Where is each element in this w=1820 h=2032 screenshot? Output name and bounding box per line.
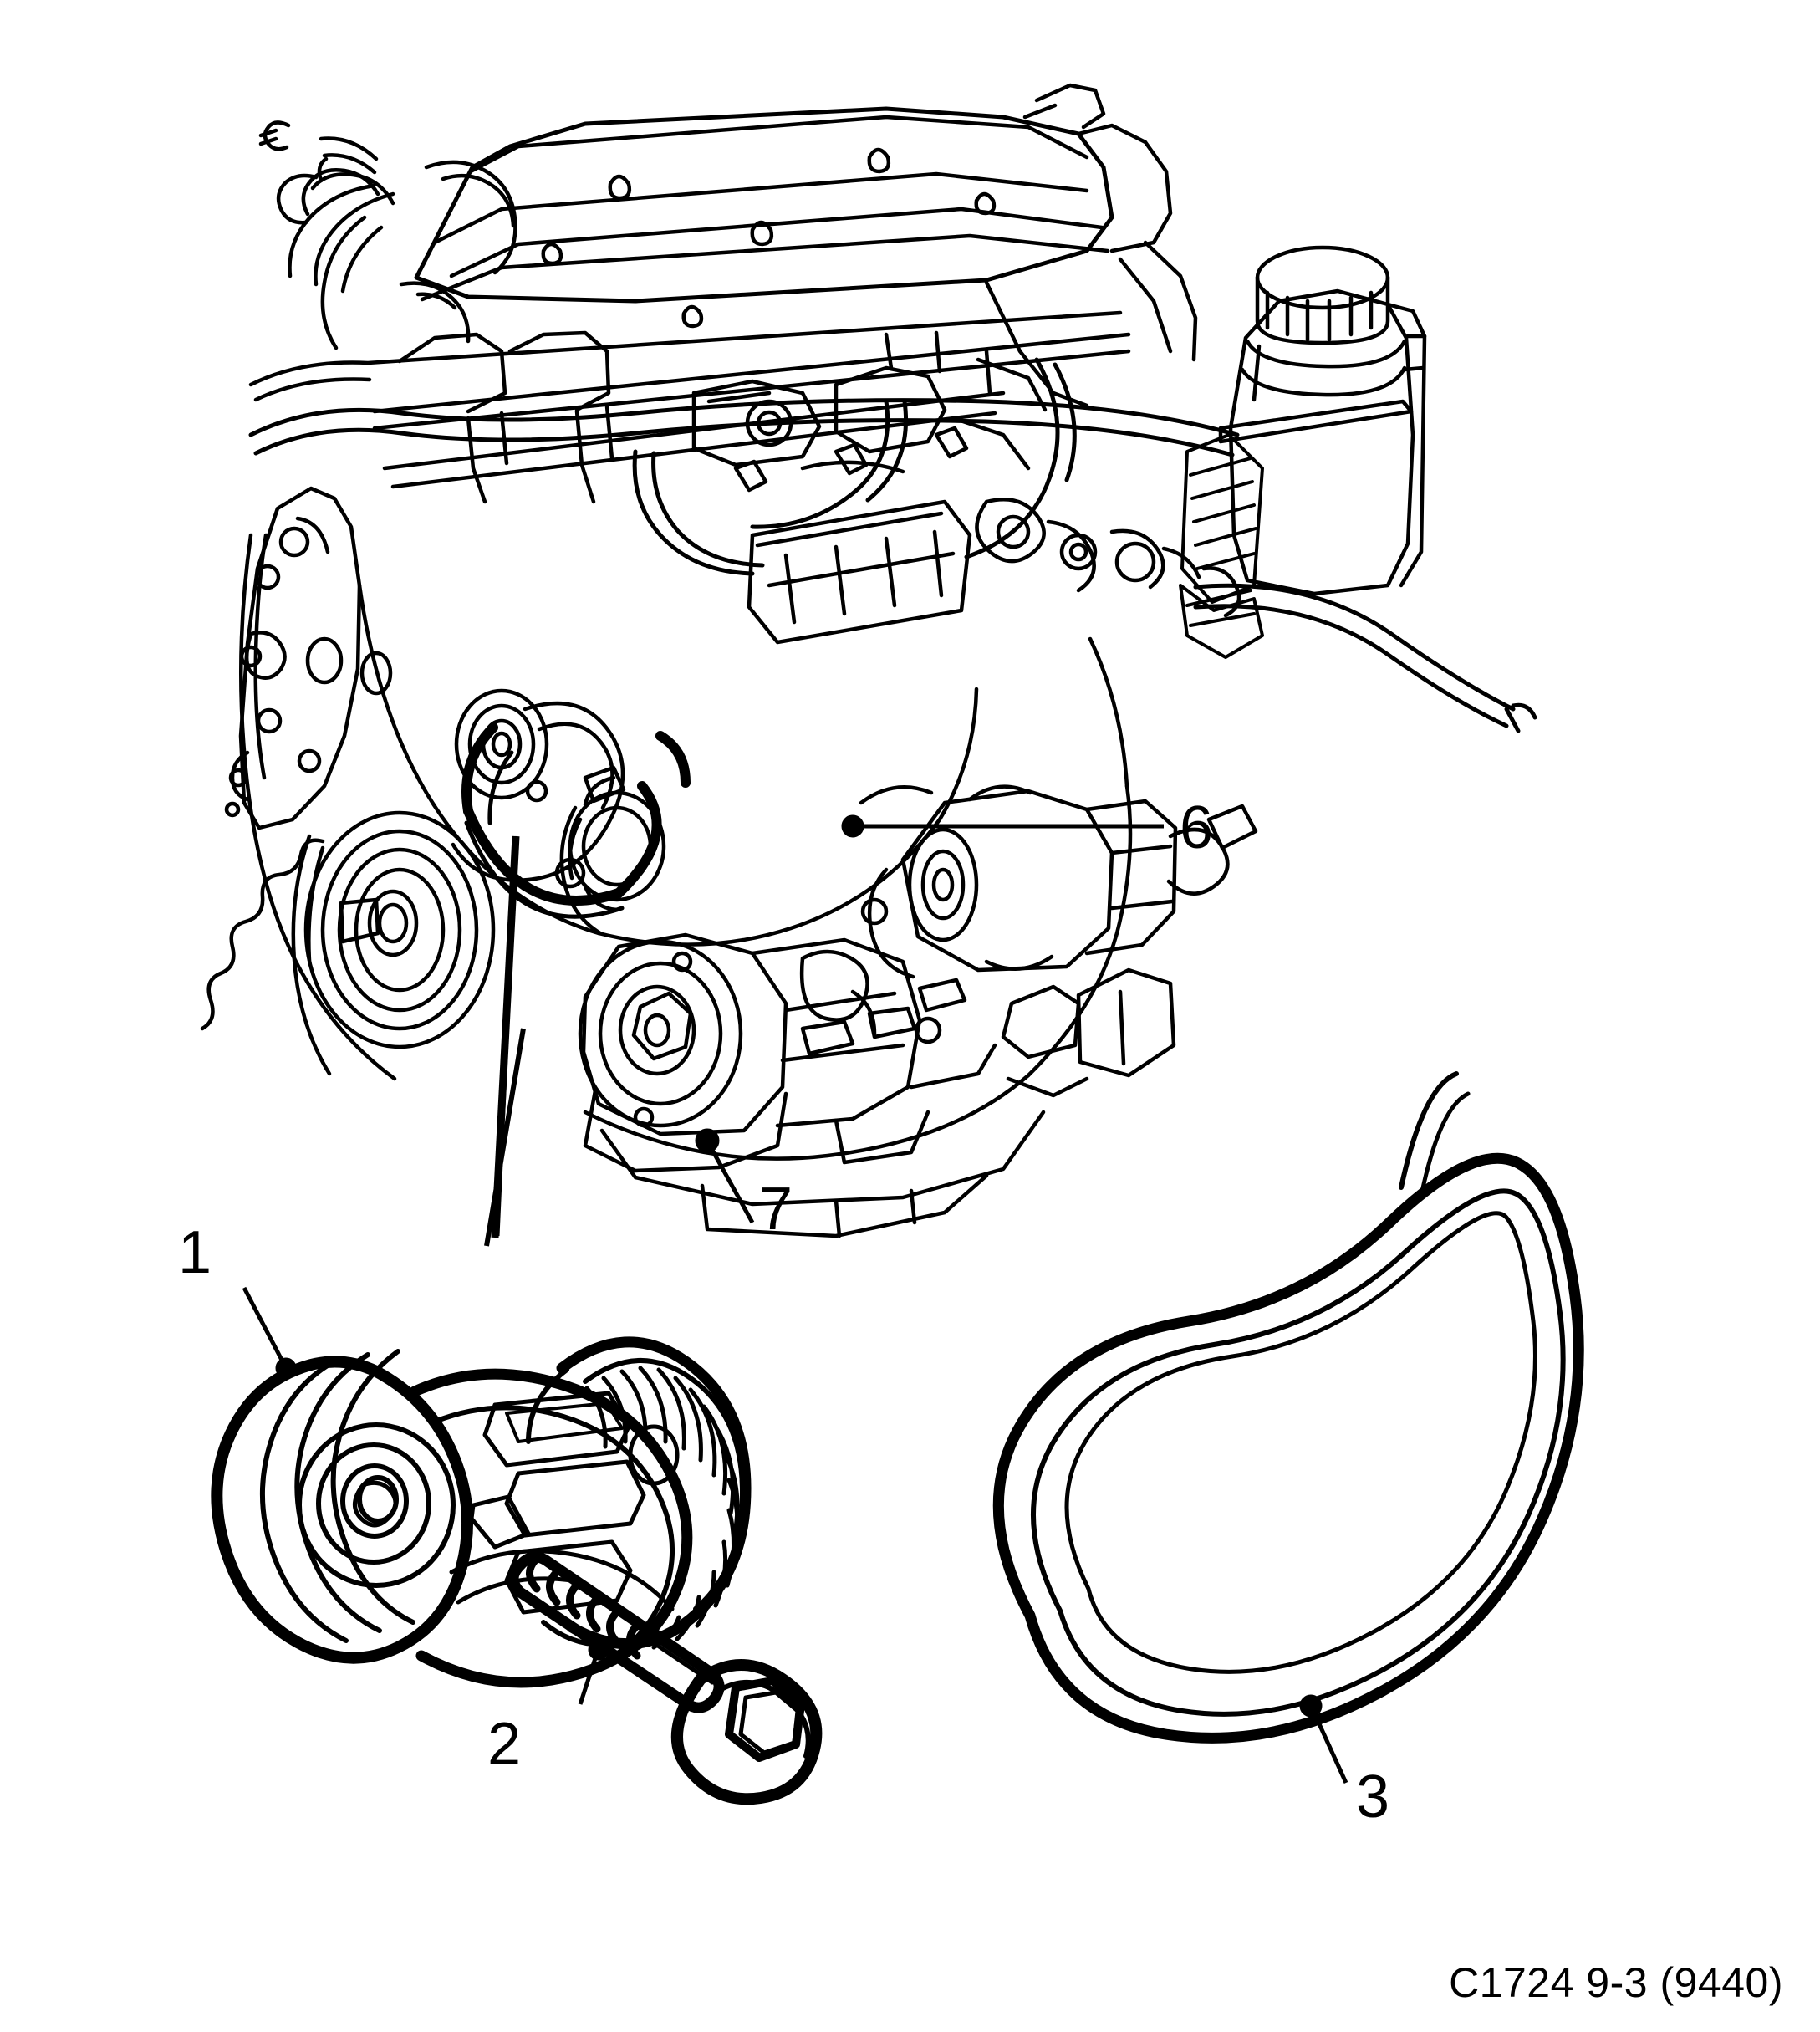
bolt-hex-head [725,1677,805,1762]
engine-block [238,533,1133,1161]
ac-compressor [578,932,997,1173]
leader-1 [242,1286,287,1366]
callout-3: 3 [1356,1764,1390,1830]
coolant-tube [248,357,1240,576]
engine-assembly [200,83,1537,1238]
bolt-flange [670,1659,823,1805]
crankshaft-pulley [200,810,496,1076]
callout-6: 6 [1180,794,1214,861]
tensioner-pulley-outer [211,1356,474,1664]
belt-outer-edge [992,1152,1584,1744]
callout-7: 7 [759,1176,793,1243]
tensioner-hub-outer [297,1422,456,1588]
valve-cover [414,106,1114,329]
intake-and-fuel-rail [248,310,1131,504]
part-mounting-bolt [507,1551,823,1805]
belt-inner-edge [1031,1188,1566,1717]
leader-2 [578,1652,599,1705]
tensioner-arm-body [409,1368,693,1688]
lower-hose [1193,583,1537,733]
leader-lines-long [484,835,526,1247]
mounted-tensioner [451,688,666,936]
tensioner-spring-coils [584,1366,740,1653]
hose-cluster-left [258,120,517,350]
leader-7 [706,1142,755,1224]
belt-routing-on-engine [461,722,691,906]
oil-pan [599,1110,1046,1238]
timing-cover [224,486,393,830]
bolt-shank [507,1551,725,1713]
leader-6-dot [841,814,864,838]
right-lower-bracket [1006,967,1176,1098]
belt-routing-on-engine-inner [464,750,625,919]
power-steering-reservoir [1218,245,1427,596]
belt-inner-contour [1064,1211,1537,1674]
leader-7-dot [695,1128,720,1153]
ignition-and-injectors [733,426,1241,645]
figure-caption: C1724 9-3 (9440) [1449,1959,1783,2006]
callout-2: 2 [487,1711,522,1778]
bolt-threads [526,1556,641,1660]
part-serpentine-belt [992,1071,1584,1744]
callout-1: 1 [178,1219,212,1286]
starter-motor [859,784,1258,1059]
